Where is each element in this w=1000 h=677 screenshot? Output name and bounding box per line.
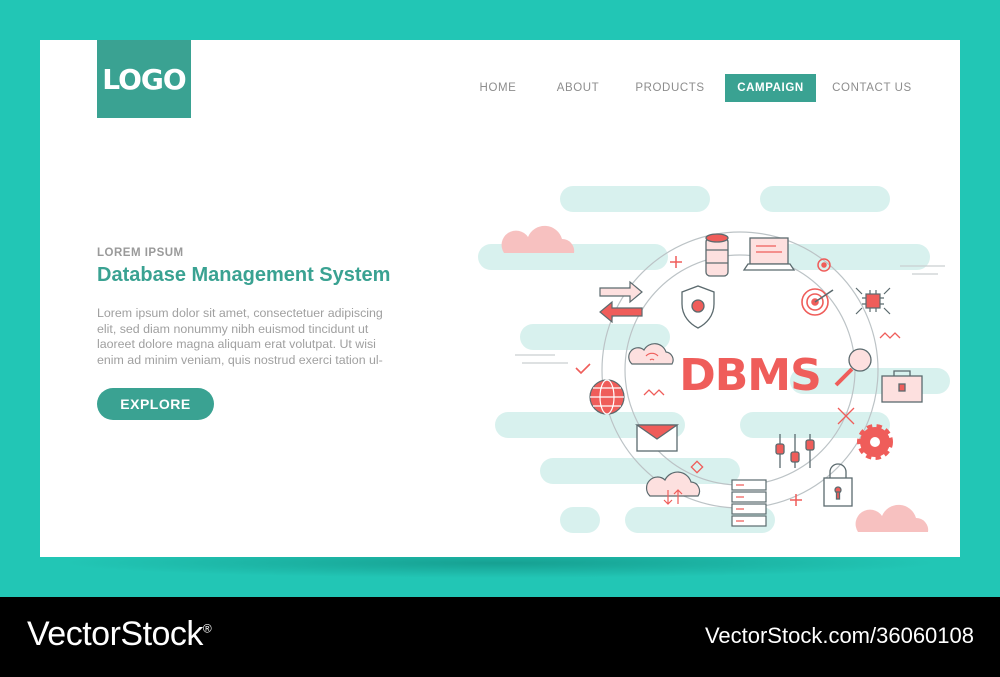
watermark-bar: VectorStock® VectorStock.com/36060108 — [0, 597, 1000, 677]
magnifier-icon — [834, 348, 872, 387]
hero-body-line: laoreet dolore magna aliquam erat volutp… — [97, 337, 376, 351]
server-icon — [731, 479, 767, 527]
shield-icon — [681, 285, 715, 329]
padlock-icon — [823, 463, 853, 507]
globe-icon — [589, 379, 625, 415]
cloud-decoration — [501, 225, 929, 532]
explore-button[interactable]: EXPLORE — [97, 388, 214, 420]
watermark-id: VectorStock.com/36060108 — [704, 623, 974, 648]
hero-title: Database Management System — [97, 264, 391, 286]
plus-marks — [670, 256, 802, 506]
main-nav: HOME ABOUT PRODUCTS CAMPAIGN CONTACT US — [40, 74, 960, 102]
logo[interactable]: LOGO — [97, 40, 191, 118]
zigzag-marks — [643, 332, 901, 396]
landing-card: LOGO HOME ABOUT PRODUCTS CAMPAIGN CONTAC… — [40, 40, 960, 557]
diamond-mark — [690, 460, 704, 474]
nav-contact-us[interactable]: CONTACT US — [832, 82, 912, 94]
hero-body-line: elit, sed diam nonummy nibh euismod tinc… — [97, 321, 369, 336]
database-icon — [705, 233, 729, 277]
dbms-label: DBMS — [679, 350, 821, 401]
cloud-wifi-icon — [628, 343, 674, 365]
nav-products[interactable]: PRODUCTS — [635, 82, 705, 94]
arrows-icon — [599, 280, 643, 324]
chip-icon — [855, 287, 891, 315]
cloud-transfer-icon — [645, 471, 701, 505]
nav-about[interactable]: ABOUT — [556, 82, 600, 94]
sliders-icon — [775, 434, 815, 468]
watermark-brand: VectorStock® — [27, 615, 212, 654]
nav-campaign[interactable]: CAMPAIGN — [725, 74, 816, 102]
dbms-illustration: DBMS — [478, 186, 950, 533]
nav-home[interactable]: HOME — [479, 82, 517, 94]
watermark-registered: ® — [202, 621, 212, 636]
hero-body-line: Lorem ipsum dolor sit amet, consectetuer… — [97, 306, 383, 320]
check-mark — [575, 363, 591, 375]
gear-icon — [857, 424, 893, 460]
briefcase-icon — [881, 370, 923, 403]
small-target-icon — [817, 258, 831, 272]
hero-eyebrow: LOREM IPSUM — [97, 247, 184, 259]
target-icon — [801, 288, 834, 316]
watermark-brand-text: VectorStock — [27, 615, 203, 653]
hero-body: Lorem ipsum dolor sit amet, consectetuer… — [97, 306, 407, 368]
hero-body-line: enim ad minim veniam, quis nostrud exerc… — [97, 352, 383, 367]
dash-lines — [515, 265, 945, 364]
laptop-icon — [742, 237, 796, 271]
envelope-icon — [634, 424, 680, 452]
cross-marks — [837, 407, 855, 425]
